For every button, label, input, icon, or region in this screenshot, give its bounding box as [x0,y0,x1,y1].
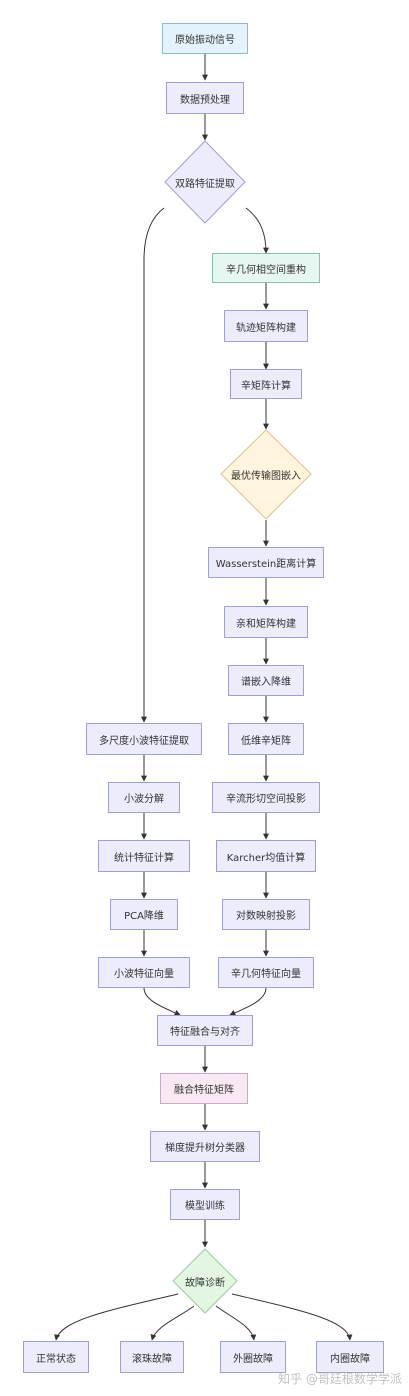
node-symplectic-matrix: 辛矩阵计算 [230,369,302,399]
node-pca: PCA降维 [110,899,178,930]
edge-wvector-to-fusion [143,987,181,1016]
node-inner-race-fault: 内圈故障 [316,1341,384,1373]
diamond-ot-embedding: 最优传输图嵌入 [220,429,312,520]
node-low-dim-symplectic: 低维辛矩阵 [228,723,304,755]
node-trajectory-matrix: 轨迹矩阵构建 [224,310,308,342]
edge-diagnosis-to-inner [231,1293,353,1341]
edge-diagnosis-to-ball [150,1305,195,1341]
edge-diagnosis-to-normal [54,1293,179,1341]
node-model-training: 模型训练 [170,1189,240,1220]
node-multiscale-wavelet: 多尺度小波特征提取 [86,723,202,755]
node-normal: 正常状态 [23,1341,89,1373]
diamond-dual-path-label: 双路特征提取 [175,178,235,190]
node-symplectic-recon: 辛几何相空间重构 [212,253,320,283]
edge-dual-to-wavelet [141,207,165,723]
node-wasserstein: Wasserstein距离计算 [208,547,324,578]
diamond-dual-path: 双路特征提取 [164,140,246,224]
node-fused-matrix: 融合特征矩阵 [160,1073,248,1104]
node-raw-signal: 原始振动信号 [162,23,248,54]
node-wavelet-decomp: 小波分解 [108,782,180,813]
node-preprocess: 数据预处理 [166,82,244,114]
node-outer-race-fault: 外圈故障 [220,1341,286,1373]
node-spectral-embedding: 谱嵌入降维 [228,665,304,696]
node-wavelet-vector: 小波特征向量 [98,957,190,988]
node-gbdt: 梯度提升树分类器 [150,1131,260,1162]
diamond-fault-diagnosis-label: 故障诊断 [185,1277,225,1289]
node-affinity-matrix: 亲和矩阵构建 [224,606,308,638]
node-karcher-mean: Karcher均值计算 [216,840,316,872]
edge-diagnosis-to-outer [215,1305,257,1341]
edge-symvector-to-fusion [229,987,267,1016]
node-tangent-projection: 辛流形切空间投影 [212,782,320,813]
node-symplectic-vector: 辛几何特征向量 [218,957,314,988]
node-ball-fault: 滚珠故障 [120,1341,184,1373]
edge-dual-to-symplectic [245,207,269,254]
diamond-fault-diagnosis: 故障诊断 [172,1248,238,1314]
node-fusion-align: 特征融合与对齐 [157,1015,253,1046]
diamond-ot-embedding-label: 最优传输图嵌入 [231,471,301,482]
node-stat-features: 统计特征计算 [98,840,190,872]
node-log-map-projection: 对数映射投影 [222,899,310,930]
watermark-text: 知乎 @哥廷根数学学派 [278,1372,402,1386]
